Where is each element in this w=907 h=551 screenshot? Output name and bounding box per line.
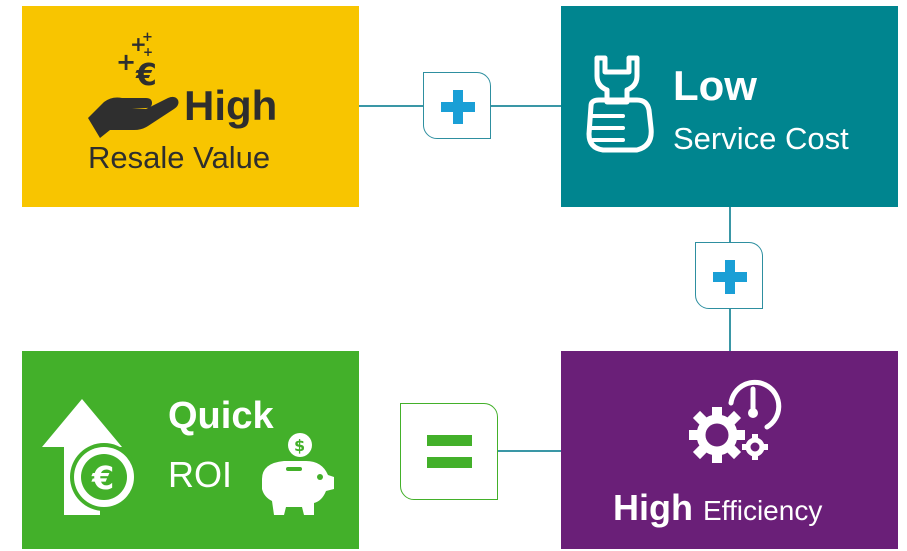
plus-operator-top [423,72,491,139]
roi-subtitle: ROI [168,454,233,495]
service-cost-card: Low Service Cost [561,6,898,207]
roi-headline: Quick [168,395,274,437]
service-subtitle: Service Cost [673,121,849,156]
efficiency-headline: High [613,487,693,528]
connector-roi-efficiency [497,450,561,452]
resale-subtitle: Resale Value [88,140,271,175]
plus-operator-right [695,242,763,309]
resale-value-card: + + + + € High Resale Value [22,6,359,207]
sparkle-plus: + [130,32,147,56]
high-efficiency-card: High Efficiency [561,351,898,549]
plus-icon [441,90,475,124]
euro-symbol: € [135,58,157,93]
gauge-gears-icon [689,379,782,463]
equals-operator [400,403,498,500]
piggy-bank-icon: $ [262,433,334,515]
quick-roi-card: € Quick ROI $ [22,351,359,549]
resale-headline: High [184,82,278,129]
euro-symbol: € [91,459,114,497]
sparkle-plus: + [142,30,153,45]
efficiency-label: High Efficiency [613,487,822,529]
dollar-symbol: $ [294,436,305,455]
sparkle-plus: + [143,45,153,59]
arrow-euro-icon: € [42,399,138,515]
hand-euro-icon: + + + + € [88,30,179,138]
service-headline: Low [673,62,757,109]
efficiency-subtitle: Efficiency [703,495,823,526]
plus-icon [713,260,747,294]
sparkle-plus: + [116,48,136,76]
equals-icon [427,435,472,468]
wrench-fist-icon [586,55,654,153]
